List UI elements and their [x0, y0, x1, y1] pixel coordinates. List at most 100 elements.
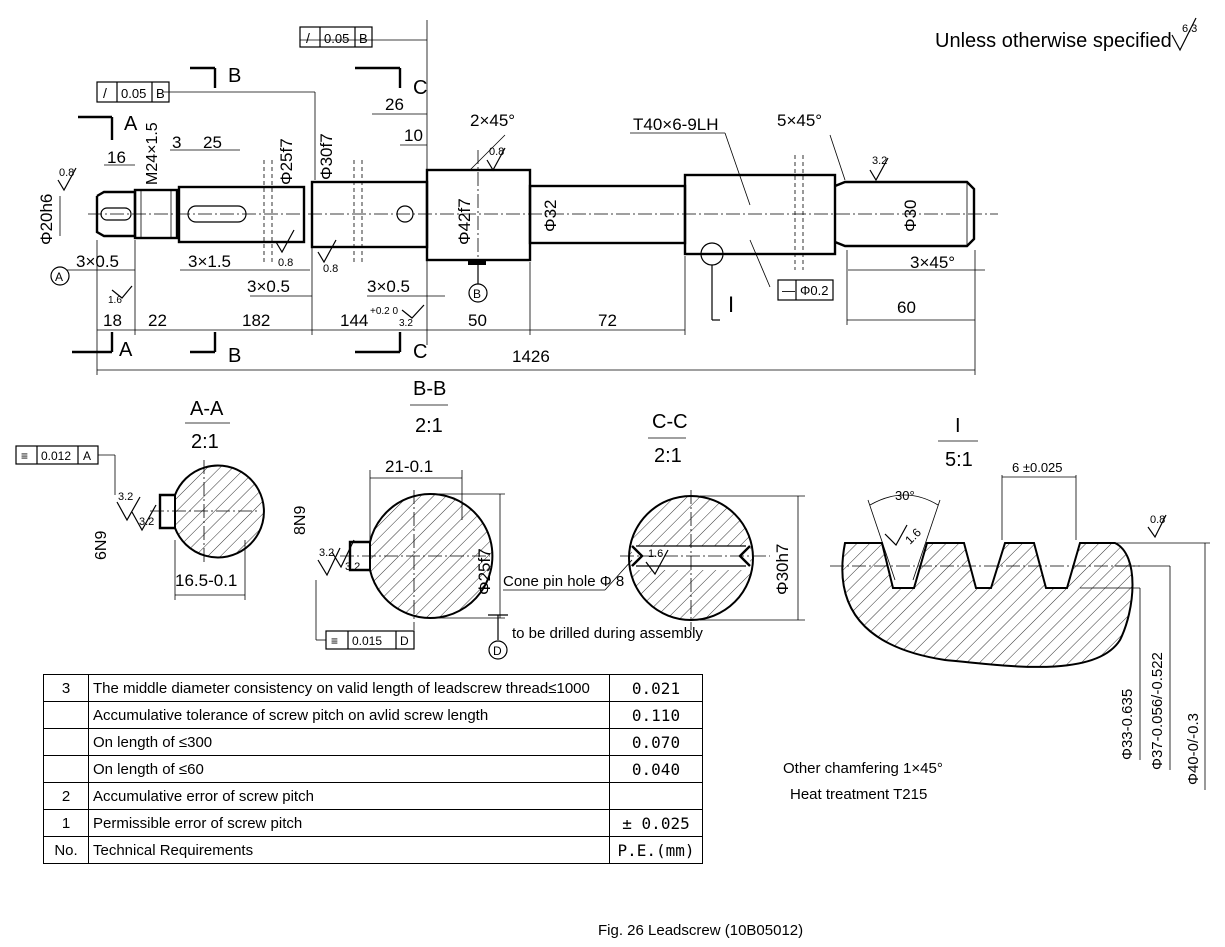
note-chamfering: Other chamfering 1×45°	[783, 760, 943, 777]
row-no	[43, 755, 89, 783]
section-c-c: C-C 2:1 Φ30h7 1.6 Cone pin hole Φ 8 D to…	[488, 411, 805, 660]
svg-text:3.2: 3.2	[118, 491, 133, 503]
dim-d25f7: Φ25f7	[277, 138, 296, 185]
svg-text:0.8: 0.8	[489, 146, 504, 158]
section-c-pin-note: to be drilled during assembly	[512, 625, 703, 642]
section-b-scale: 2:1	[415, 415, 443, 437]
detail-i-d33: Φ33-0.635	[1119, 689, 1136, 760]
section-b-title: B-B	[413, 378, 446, 400]
table-row: 1 Permissible error of screw pitch ± 0.0…	[43, 809, 703, 837]
table-row: On length of ≤300 0.070	[43, 728, 703, 756]
dim-182: 182	[242, 311, 270, 330]
detail-i-title: I	[955, 415, 961, 437]
header-no: No.	[43, 836, 89, 864]
datum-a-marker: A	[50, 266, 70, 286]
svg-text:3.2: 3.2	[139, 516, 154, 528]
dim-d20h6: Φ20h6	[37, 194, 56, 245]
note-heat-treatment: Heat treatment T215	[790, 786, 928, 803]
dim-22: 22	[148, 311, 167, 330]
section-c-dia: Φ30h7	[773, 544, 792, 595]
dim-m24: M24×1.5	[144, 122, 161, 185]
tolerance-frame-top: / 0.05 B	[299, 26, 373, 48]
section-b-key: 8N9	[292, 506, 309, 535]
row-value: 0.070	[609, 728, 703, 756]
dim-50: 50	[468, 311, 487, 330]
svg-text:3.2: 3.2	[872, 155, 887, 167]
row-no	[43, 701, 89, 729]
section-mark-a-top: A	[124, 113, 138, 135]
dim-60: 60	[897, 298, 916, 317]
dim-groove-c: 3×0.5	[247, 277, 290, 296]
svg-text:0.012: 0.012	[41, 449, 71, 463]
dim-thread: T40×6-9LH	[633, 115, 719, 134]
dim-25: 25	[203, 133, 222, 152]
section-c-pin: Cone pin hole Φ 8	[503, 573, 624, 590]
detail-i: I 5:1 6 ±0.025 30° 1.6 0.8 Φ33-0.635 Φ37…	[830, 415, 1210, 790]
svg-text:6.3: 6.3	[1182, 23, 1197, 35]
section-b-dia: Φ25f7	[475, 548, 494, 595]
header-value: P.E.(mm)	[609, 836, 703, 864]
dim-chamfer-3x45: 3×45°	[910, 253, 955, 272]
section-c-title: C-C	[652, 411, 688, 433]
dim-1426: 1426	[512, 347, 550, 366]
svg-text:D: D	[493, 644, 502, 658]
row-value: 0.110	[609, 701, 703, 729]
table-row: Accumulative tolerance of screw pitch on…	[43, 701, 703, 729]
section-mark-b-bottom: B	[228, 345, 241, 367]
svg-text:3.2: 3.2	[399, 318, 413, 329]
main-dimension-texts: Φ20h6 M24×1.5 Φ25f7 Φ30f7 Φ42f7 Φ32 Φ30 …	[37, 95, 955, 366]
dim-chamfer-5x45: 5×45°	[777, 111, 822, 130]
dim-3: 3	[172, 133, 181, 152]
detail-mark-i: I	[728, 292, 734, 317]
svg-text:0.8: 0.8	[1150, 514, 1165, 526]
svg-text:—: —	[782, 283, 795, 298]
tolerance-frame-thread: — Φ0.2	[777, 279, 834, 301]
row-no: 2	[43, 782, 89, 810]
row-desc: The middle diameter consistency on valid…	[88, 674, 610, 702]
dim-26: 26	[385, 95, 404, 114]
svg-text:A: A	[55, 270, 63, 284]
detail-i-scale: 5:1	[945, 449, 973, 471]
requirements-table: 3 The middle diameter consistency on val…	[43, 674, 703, 864]
section-mark-c-top: C	[413, 77, 427, 99]
row-desc: On length of ≤300	[88, 728, 610, 756]
svg-text:3.2: 3.2	[319, 547, 334, 559]
dim-d42f7: Φ42f7	[455, 198, 474, 245]
header-desc: Technical Requirements	[88, 836, 610, 864]
row-no: 1	[43, 809, 89, 837]
section-b-b: B-B 2:1 21-0.1 Φ25f7 8N9 3.2 3.2 ≡ 0.015…	[292, 378, 505, 650]
row-value: 0.021	[609, 674, 703, 702]
svg-text:≡: ≡	[21, 449, 28, 463]
table-row: 3 The middle diameter consistency on val…	[43, 674, 703, 702]
roughness-symbol-header: 6.3	[1171, 17, 1197, 52]
table-row: On length of ≤60 0.040	[43, 755, 703, 783]
svg-text:1.6: 1.6	[108, 295, 122, 306]
dim-groove-b: 3×1.5	[188, 252, 231, 271]
dim-72: 72	[598, 311, 617, 330]
row-desc: Accumulative error of screw pitch	[88, 782, 610, 810]
dim-d30f7: Φ30f7	[317, 133, 336, 180]
dim-10: 10	[404, 126, 423, 145]
section-a-depth: 16.5-0.1	[175, 571, 237, 590]
svg-text:Φ0.2: Φ0.2	[800, 283, 828, 298]
shaft-main-view	[88, 150, 998, 270]
datum-b-marker: B	[468, 264, 488, 303]
main-dimension-lines	[59, 20, 985, 375]
svg-text:0.05: 0.05	[121, 86, 146, 101]
tolerance-frame-left: / 0.05 B	[96, 81, 170, 103]
dim-chamfer-2x45: 2×45°	[470, 111, 515, 130]
dim-144-tol: +0.2 0	[370, 306, 399, 317]
header-note: Unless otherwise specified	[935, 30, 1172, 52]
table-header-row: No. Technical Requirements P.E.(mm)	[43, 836, 703, 864]
svg-text:B: B	[473, 287, 481, 301]
row-desc: Accumulative tolerance of screw pitch on…	[88, 701, 610, 729]
row-value: ± 0.025	[609, 809, 703, 837]
svg-text:≡: ≡	[331, 634, 338, 648]
svg-text:/: /	[306, 30, 310, 46]
detail-i-pitch: 6 ±0.025	[1012, 460, 1063, 475]
row-no: 3	[43, 674, 89, 702]
detail-i-d37: Φ37-0.056/-0.522	[1149, 652, 1166, 770]
section-c-scale: 2:1	[654, 445, 682, 467]
dim-groove-a: 3×0.5	[76, 252, 119, 271]
dim-18: 18	[103, 311, 122, 330]
